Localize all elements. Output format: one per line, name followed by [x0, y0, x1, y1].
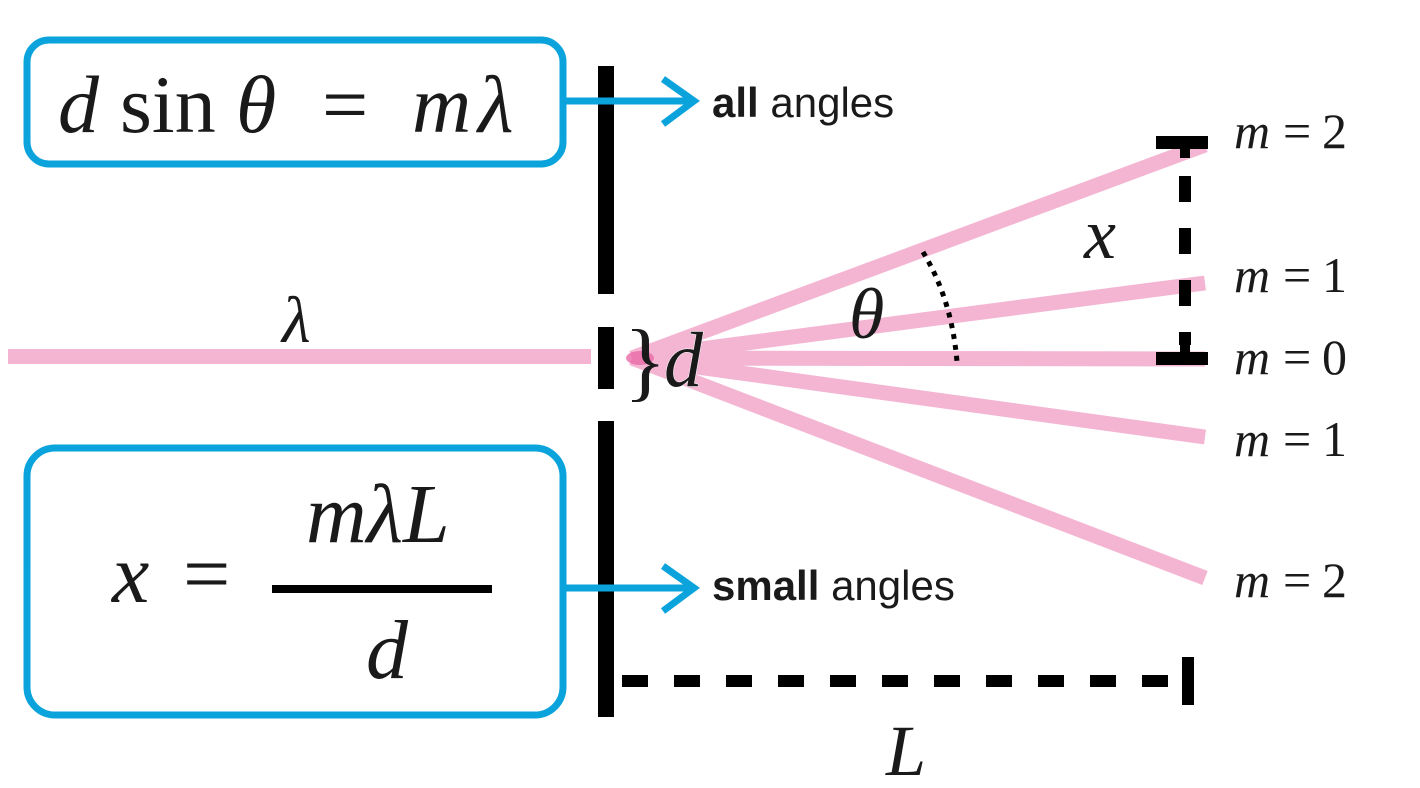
ray-m0 [631, 350, 1206, 367]
order-label-m1-lower: m = 1 [1234, 411, 1347, 467]
ray-m2-lower [629, 350, 1208, 586]
angle-label: θ [849, 274, 884, 354]
annotation-all-angles-rest: angles [759, 79, 894, 126]
svg-text:m: m [1234, 411, 1270, 467]
slit-separation-label: d [664, 316, 704, 403]
svg-text:d: d [58, 59, 100, 150]
svg-text:=: = [1283, 329, 1311, 385]
svg-text:=: = [1283, 552, 1311, 608]
fringe-distance-label: x [1083, 194, 1116, 274]
screen-distance-marker [622, 657, 1194, 705]
svg-text:x: x [110, 528, 149, 621]
order-label-m1-upper: m = 1 [1234, 247, 1347, 303]
order-label-m2-upper: m = 2 [1234, 103, 1347, 159]
barrier-middle-segment [598, 327, 614, 389]
slit-barrier [598, 66, 614, 717]
slit-brace: } [624, 313, 666, 410]
svg-text:2: 2 [1322, 552, 1347, 608]
ray-m1-lower [630, 350, 1207, 445]
barrier-bottom-segment [598, 421, 614, 717]
equation-all-angles: d sin θ = m λ [58, 59, 514, 150]
svg-text:=: = [322, 59, 368, 150]
arrow-small-angles [563, 563, 700, 614]
equation-small-angles: x = mλL d [110, 468, 492, 697]
slit-source-glow [626, 351, 654, 365]
svg-text:m: m [1234, 103, 1270, 159]
arrow-all-angles [563, 76, 700, 127]
ray-m1-upper [631, 275, 1206, 366]
order-label-m0: m = 0 [1234, 329, 1347, 385]
fraction-bar [272, 585, 492, 593]
svg-text:=: = [1283, 247, 1311, 303]
svg-text:m: m [1234, 247, 1270, 303]
order-label-m2-lower: m = 2 [1234, 552, 1347, 608]
annotation-all-angles-bold: all [712, 79, 759, 126]
svg-text:2: 2 [1322, 103, 1347, 159]
svg-text:=: = [1283, 411, 1311, 467]
svg-text:sin: sin [120, 59, 216, 150]
annotation-small-angles-rest: angles [819, 562, 954, 609]
svg-text:0: 0 [1322, 329, 1347, 385]
annotation-small-angles-bold: small [712, 562, 819, 609]
equation-box-small-angles [23, 444, 567, 719]
incident-beam [8, 349, 591, 364]
svg-text:=: = [1283, 103, 1311, 159]
diffracted-rays [629, 137, 1208, 586]
screen-distance-label: L [885, 711, 926, 788]
svg-text:m: m [1234, 329, 1270, 385]
angle-arc [920, 250, 960, 363]
svg-text:mλL: mλL [306, 468, 450, 561]
fringe-distance-marker [1156, 136, 1208, 365]
svg-text:λ: λ [476, 59, 514, 150]
wavelength-label: λ [280, 284, 311, 357]
svg-text:d: d [366, 604, 409, 697]
annotation-small-angles: small angles [712, 562, 955, 609]
barrier-top-segment [598, 66, 614, 294]
svg-text:m: m [1234, 552, 1270, 608]
ray-m2-upper [629, 137, 1208, 366]
svg-text:1: 1 [1322, 247, 1347, 303]
svg-text:1: 1 [1322, 411, 1347, 467]
annotation-all-angles: all angles [712, 79, 894, 126]
svg-text:m: m [412, 59, 471, 150]
svg-text:θ: θ [236, 59, 276, 150]
svg-text:=: = [183, 528, 230, 621]
